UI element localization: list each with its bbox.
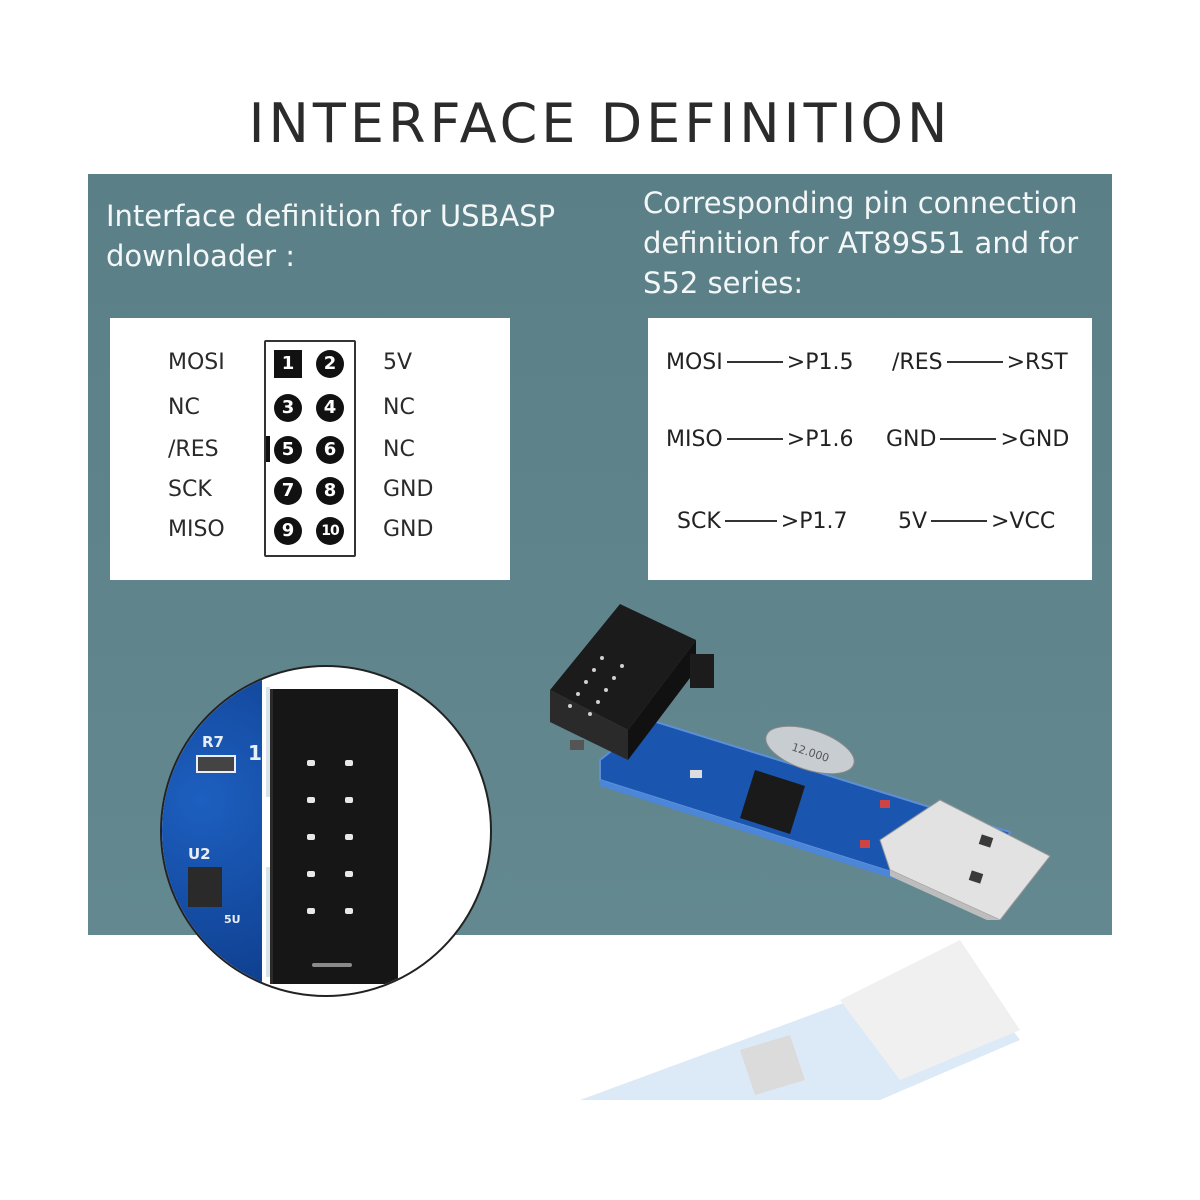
pin-4-circle-icon: 4: [316, 394, 344, 422]
silkscreen-stripe: [266, 867, 270, 977]
arrow-line-icon: [726, 361, 783, 363]
pin-label-miso: MISO: [168, 517, 225, 542]
header-key-notch: [266, 436, 270, 462]
mapping-gnd: GND >GND: [886, 424, 1069, 454]
mapping-target: >GND: [1000, 426, 1070, 452]
pin-1-square-icon: 1: [274, 350, 302, 378]
connector-pin-hole-icon: [307, 908, 315, 914]
mapping-target: >P1.6: [786, 426, 854, 452]
pcb-board-closeup: [162, 667, 262, 995]
at89s51-heading-line-2: definition for AT89S51 and for: [643, 226, 1079, 260]
pin-7-circle-icon: 7: [274, 477, 302, 505]
pin-3-circle-icon: 3: [274, 394, 302, 422]
arrow-line-icon: [931, 520, 988, 522]
arrow-line-icon: [940, 438, 997, 440]
page-title: INTERFACE DEFINITION: [248, 92, 952, 155]
usbasp-device-photo: 12.000: [550, 604, 1051, 920]
10-pin-header-outline: [264, 340, 356, 557]
silk-pin1-label: 1: [248, 741, 262, 765]
device-reflection: [580, 940, 1020, 1100]
connector-key-slot: [312, 963, 352, 967]
pin-label-mosi: MOSI: [168, 350, 225, 375]
arrow-line-icon: [726, 438, 783, 440]
mapping-res: /RES >RST: [892, 347, 1068, 377]
mapping-source: MOSI: [666, 349, 723, 375]
pinout-diagram-box: [110, 318, 510, 580]
connector-pin-hole-icon: [345, 797, 353, 803]
resistor-r7-icon: [196, 755, 236, 773]
pin-9-circle-icon: 9: [274, 517, 302, 545]
mapping-miso: MISO >P1.6: [666, 424, 853, 454]
silk-u2-label: U2: [188, 845, 211, 863]
mapping-source: SCK: [677, 508, 721, 534]
at89s51-heading: Corresponding pin connection definition …: [643, 183, 1103, 303]
at89s51-heading-line-3: S52 series:: [643, 266, 804, 300]
connector-pin-hole-icon: [345, 834, 353, 840]
mapping-target: >P1.7: [780, 508, 848, 534]
pin-8-circle-icon: 8: [316, 477, 344, 505]
pin-label-5v: 5V: [383, 350, 413, 375]
mapping-target: >VCC: [991, 508, 1056, 534]
mapping-source: MISO: [666, 426, 723, 452]
pin-label-res: /RES: [168, 437, 219, 462]
mapping-source: 5V: [898, 508, 928, 534]
connector-pin-hole-icon: [345, 908, 353, 914]
pin-label-nc: NC: [168, 395, 200, 420]
pin-10-circle-icon: 10: [316, 517, 344, 545]
pin-label-sck: SCK: [168, 477, 212, 502]
pin-label-nc: NC: [383, 395, 415, 420]
mapping-target: >RST: [1006, 349, 1068, 375]
pin-label-gnd: GND: [383, 517, 434, 542]
idc-connector-closeup: [270, 689, 398, 984]
connector-pin-hole-icon: [307, 834, 315, 840]
at89s51-heading-line-1: Corresponding pin connection: [643, 186, 1078, 220]
arrow-line-icon: [946, 361, 1003, 363]
silk-r7-label: R7: [202, 733, 224, 751]
pin-mapping-box: [648, 318, 1092, 580]
pin-2-circle-icon: 2: [316, 350, 344, 378]
connector-closeup-inset: R7 1 U2 5U: [160, 665, 492, 997]
arrow-line-icon: [724, 520, 777, 522]
usbasp-heading-line-1: Interface definition for USBASP: [106, 199, 556, 233]
connector-pin-hole-icon: [307, 797, 315, 803]
pin-label-gnd: GND: [383, 477, 434, 502]
pin-label-nc: NC: [383, 437, 415, 462]
mapping-5v: 5V >VCC: [898, 506, 1055, 536]
silkscreen-stripe: [266, 687, 270, 797]
pin-5-circle-icon: 5: [274, 436, 302, 464]
mapping-target: >P1.5: [786, 349, 854, 375]
mapping-source: GND: [886, 426, 937, 452]
usbasp-heading-line-2: downloader :: [106, 239, 295, 273]
pin-6-circle-icon: 6: [316, 436, 344, 464]
regulator-u2-icon: [188, 867, 222, 907]
connector-pin-hole-icon: [345, 871, 353, 877]
connector-pin-hole-icon: [307, 760, 315, 766]
mapping-source: /RES: [892, 349, 943, 375]
mapping-mosi: MOSI >P1.5: [666, 347, 853, 377]
connector-pin-hole-icon: [307, 871, 315, 877]
mapping-sck: SCK >P1.7: [677, 506, 847, 536]
usbasp-heading: Interface definition for USBASP download…: [106, 196, 586, 276]
silk-5v-label: 5U: [224, 913, 241, 926]
connector-pin-hole-icon: [345, 760, 353, 766]
